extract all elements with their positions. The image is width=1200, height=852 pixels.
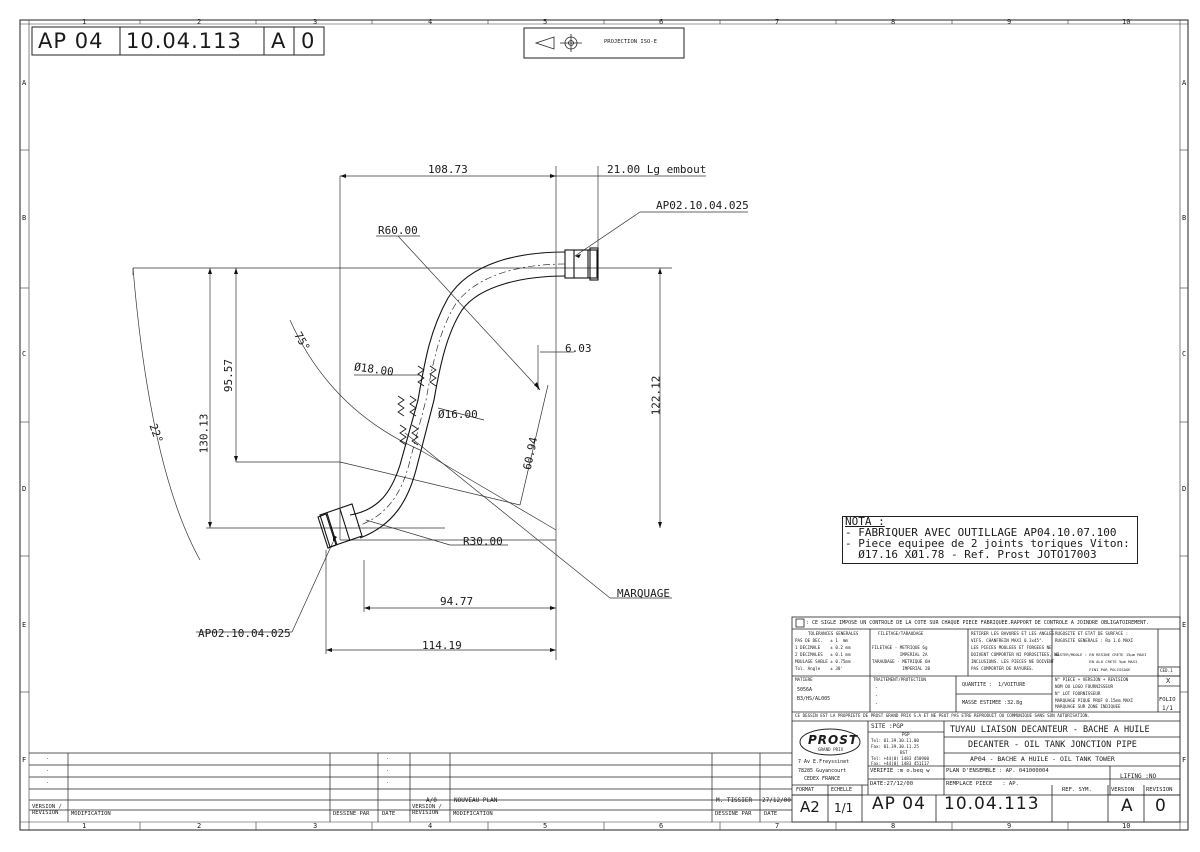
dim-114-19: 114.19 <box>422 639 462 652</box>
header-boxes <box>31 26 685 59</box>
remplace-piece: REMPLACE PIECE : AP. <box>946 781 1019 787</box>
x-mark: X <box>1166 677 1171 685</box>
version-label: VERSION <box>1111 787 1135 793</box>
verifie: VERIFIE :m o.beq w <box>870 768 930 774</box>
dim-d16: Ø16.00 <box>438 408 478 421</box>
header-cell-number: 10.04.113 <box>126 29 242 53</box>
matiere-2: B3/HS/AL005 <box>797 696 831 702</box>
folio-label: FOLIO <box>1159 697 1176 703</box>
rev-row-date: 27/12/00 <box>762 797 791 804</box>
construction-lines <box>132 166 748 660</box>
lifing: LIFING :NO <box>1120 773 1157 780</box>
format-label: FORMAT <box>796 787 815 793</box>
matiere-1: 5056A <box>797 687 813 693</box>
quantite: QUANTITE : 1/VOITURE <box>962 682 1026 688</box>
traitement-label: TRAITEMENT/PROTECTION <box>873 677 926 682</box>
title-line-1: TUYAU LIAISON DECANTEUR - BACHE A HUILE <box>950 725 1150 735</box>
version-value: A <box>1121 796 1133 816</box>
format-value: A2 <box>800 798 820 816</box>
dim-21-embout: 21.00 Lg embout <box>607 163 707 176</box>
header-cell-revision: 0 <box>301 29 315 53</box>
number-ap: AP 04 <box>872 794 926 814</box>
date: DATE:27/12/00 <box>870 781 914 787</box>
echelle-value: 1/1 <box>834 801 854 815</box>
prost-logo: PROST <box>808 733 859 747</box>
section-marks <box>397 365 437 446</box>
projection-label: PROJECTION ISO-E <box>604 39 657 45</box>
marquage-label: MARQUAGE <box>617 587 670 600</box>
number-main: 10.04.113 <box>944 794 1040 814</box>
pipe-body <box>317 247 599 549</box>
projection-symbol <box>534 34 582 52</box>
rev-row-dessine: M. TISSIER <box>716 797 753 804</box>
nota-line-1: - FABRIQUER AVEC OUTILLAGE AP04.10.07.10… <box>845 526 1117 539</box>
title-line-2: DECANTER - OIL TANK JONCTION PIPE <box>968 740 1137 750</box>
nota-box <box>842 516 1138 564</box>
dim-r60: R60.00 <box>378 224 418 237</box>
ref-ap02-bottom: AP02.10.04.025 <box>198 627 291 640</box>
rev-row-modif: NOUVEAU PLAN <box>454 797 498 804</box>
folio-value: 1/1 <box>1162 705 1173 712</box>
nota-line-2: - Piece equipee de 2 joints toriques Vit… <box>845 537 1130 550</box>
prost-logo-sub: GRAND PRIX <box>818 747 844 752</box>
ref-ap02-top: AP02.10.04.025 <box>656 199 749 212</box>
dim-6-03: 6.03 <box>565 342 592 355</box>
dimension-arrows <box>208 174 662 652</box>
revision-value: 0 <box>1155 796 1166 816</box>
nota-title: NOTA : <box>845 515 885 528</box>
grid-ticks-top <box>20 20 1188 830</box>
title-line-3: AP04 - BACHE A HUILE - OIL TANK TOWER <box>970 755 1115 763</box>
dim-94-77: 94.77 <box>440 595 474 608</box>
dim-108-73: 108.73 <box>428 163 468 176</box>
echelle-label: ECHELLE <box>831 787 853 793</box>
matiere-label: MATIERE <box>795 677 813 682</box>
header-cell-ap: AP 04 <box>38 29 104 53</box>
header-cell-version: A <box>271 29 286 53</box>
revision-label: REVISION <box>1146 787 1173 793</box>
nota-line-3: Ø17.16 XØ1.78 - Ref. Prost JOTO17003 <box>845 548 1097 561</box>
masse-estimee: MASSE ESTIMEE :32.8g <box>962 700 1023 706</box>
rev-row-version: A/0 <box>426 797 437 804</box>
dim-r30: R30.00 <box>463 535 503 548</box>
site-label: SITE :PGP <box>871 723 904 730</box>
plan-ensemble: PLAN D'ENSEMBLE : AP. 041000004 <box>946 768 1049 774</box>
ref-sym: REF. SYM. <box>1062 787 1092 793</box>
prost-logo-outline <box>799 728 861 756</box>
property-note: CE DESSIN EST LA PROPRIETE DE PROST GRAN… <box>795 713 1090 718</box>
